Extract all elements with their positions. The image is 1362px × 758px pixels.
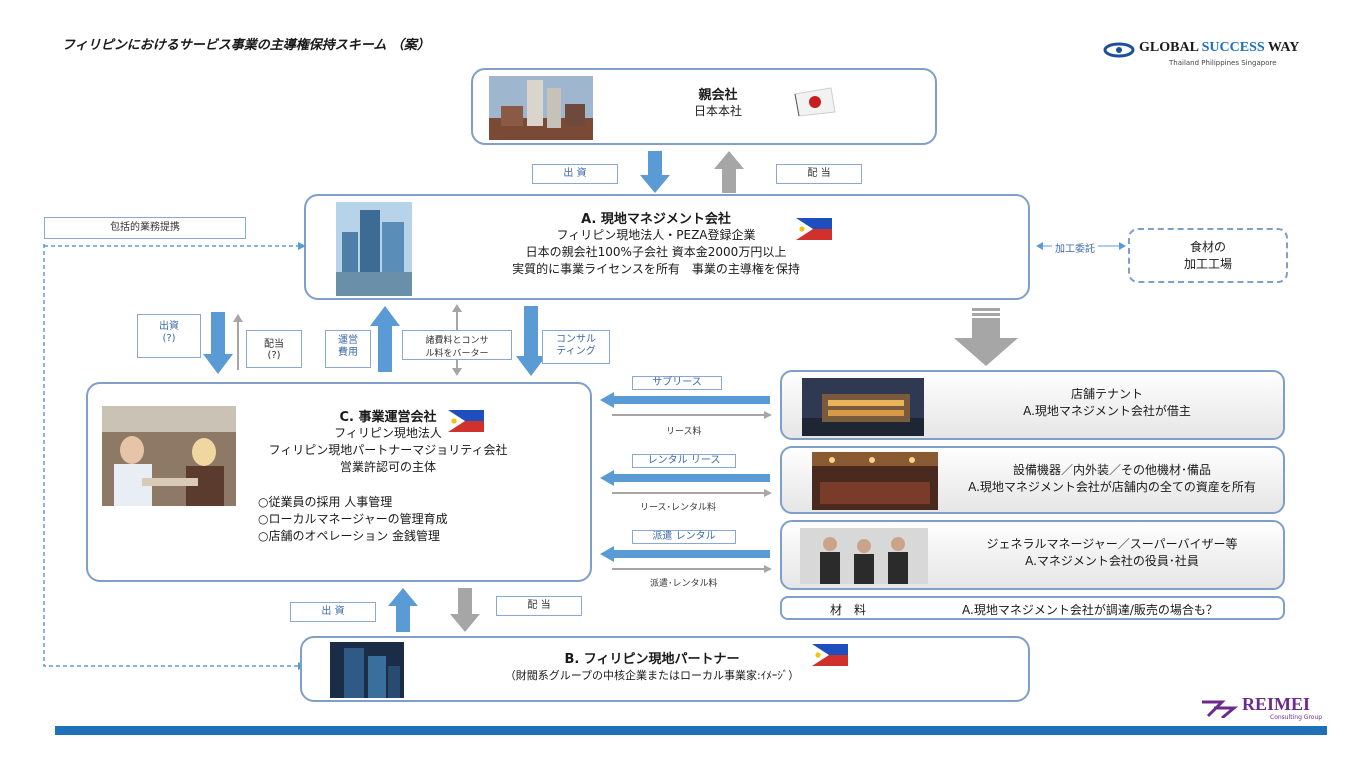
mid-invest-line-1: 出資 bbox=[159, 321, 179, 332]
company-c-bullet-1: ○従業員の採用 人事管理 bbox=[258, 495, 393, 509]
asset-tenant-box: 店舗テナント A.現地マネジメント会社が借主 bbox=[780, 370, 1285, 440]
tower-photo bbox=[489, 76, 593, 140]
fee-transfer-label: 諸費料とコンサ ル料をバーター bbox=[402, 330, 512, 360]
processing-line-1: 食材の bbox=[1189, 240, 1226, 254]
sublease-label: サブリース bbox=[632, 376, 722, 390]
mid-invest-line-2: (?) bbox=[162, 333, 176, 344]
consulting-arrow bbox=[516, 306, 546, 376]
ops-fee-line-2: 費用 bbox=[338, 347, 358, 358]
reimei-subtitle: Consulting Group bbox=[1270, 714, 1323, 721]
ops-fee-arrow bbox=[370, 306, 400, 372]
top-invest-label: 出 資 bbox=[532, 164, 618, 184]
mid-dividend-label: 配当 (?) bbox=[246, 330, 302, 368]
mid-invest-arrow bbox=[203, 312, 233, 374]
top-dividend-arrow bbox=[714, 151, 744, 193]
asset-equipment-box: 設備機器／内外装／その他機材･備品 A.現地マネジメント会社が店舗内の全ての資産… bbox=[780, 446, 1285, 514]
dispatch-rental-label: 派遣 レンタル bbox=[632, 530, 736, 544]
bottom-invest-arrow bbox=[388, 588, 418, 632]
equipment-interior-photo bbox=[812, 452, 938, 510]
consulting-label: コンサル ティング bbox=[542, 330, 610, 364]
asset-tenant-line-1: 店舗テナント bbox=[1070, 387, 1143, 401]
rental-fee-label: リース･レンタル料 bbox=[640, 503, 717, 513]
asset-tenant-line-2: A.現地マネジメント会社が借主 bbox=[1023, 404, 1191, 418]
materials-box: 材 料 A.現地マネジメント会社が調達/販売の場合も？ bbox=[780, 596, 1285, 620]
rental-fee-arrow bbox=[612, 489, 772, 497]
company-c-line-2: フィリピン現地パートナーマジョリティ会社 bbox=[268, 443, 508, 457]
mid-dividend-line-1: 配当 bbox=[264, 339, 284, 350]
partner-b-box: B. フィリピン現地パートナー （財閥系グループの中核企業またはローカル事業家:… bbox=[300, 636, 1030, 702]
reimei-name: REIMEI bbox=[1242, 694, 1311, 714]
reimei-logo: REIMEI Consulting Group bbox=[1200, 694, 1330, 724]
dispatch-fee-arrow bbox=[612, 565, 772, 573]
company-a-line-3: 実質的に事業ライセンスを所有 事業の主導権を保持 bbox=[512, 262, 800, 276]
company-c-line-1: フィリピン現地法人 bbox=[334, 426, 442, 440]
bottom-dividend-arrow bbox=[450, 588, 480, 632]
processing-line-2: 加工工場 bbox=[1183, 257, 1232, 271]
skyscraper-photo bbox=[336, 202, 412, 296]
assets-gray-arrow bbox=[954, 308, 1018, 366]
partner-b-title: B. フィリピン現地パートナー bbox=[564, 652, 740, 667]
reimei-logo-icon bbox=[1202, 700, 1239, 718]
gsw-name-a: GLOBAL bbox=[1139, 40, 1202, 55]
philippines-flag-icon-b bbox=[812, 644, 848, 666]
gsw-name-b: SUCCESS bbox=[1201, 40, 1265, 55]
partner-b-subtitle: （財閥系グループの中核企業またはローカル事業家:ｲﾒｰｼﾞ） bbox=[504, 669, 800, 682]
global-success-way-logo: GLOBAL SUCCESS WAY Thailand Philippines … bbox=[1103, 38, 1318, 70]
processing-factory-box: 食材の 加工工場 bbox=[1128, 228, 1288, 283]
parent-subtitle: 日本本社 bbox=[693, 104, 742, 118]
lease-fee-arrow bbox=[612, 411, 772, 419]
sublease-arrow bbox=[600, 392, 770, 408]
rental-lease-label: レンタル リース bbox=[632, 454, 736, 468]
fee-transfer-line-2: ル料をバーター bbox=[425, 349, 489, 359]
bottom-invest-label: 出 資 bbox=[290, 602, 376, 622]
top-dividend-label: 配 当 bbox=[776, 164, 862, 184]
company-c-bullet-3: ○店舗のオペレーション 金銭管理 bbox=[258, 529, 441, 543]
restaurant-people-photo bbox=[102, 406, 236, 506]
parent-title: 親会社 bbox=[698, 88, 738, 103]
parent-company-box: 親会社 日本本社 bbox=[471, 68, 937, 145]
company-c-bullet-2: ○ローカルマネージャーの管理育成 bbox=[258, 512, 448, 526]
mid-dividend-line-2: (?) bbox=[267, 350, 281, 361]
footer-bar bbox=[55, 726, 1327, 735]
ops-fee-label: 運営 費用 bbox=[325, 330, 371, 368]
tenant-building-photo bbox=[802, 378, 924, 436]
company-a-box: A. 現地マネジメント会社 フィリピン現地法人・PEZA登録企業 日本の親会社1… bbox=[304, 194, 1030, 300]
asset-staff-line-2: A.マネジメント会社の役員･社員 bbox=[1025, 554, 1199, 568]
asset-staff-box: ジェネラルマネージャー／スーパーバイザー等 A.マネジメント会社の役員･社員 bbox=[780, 520, 1285, 590]
company-a-line-2: 日本の親会社100%子会社 資本金2000万円以上 bbox=[525, 245, 787, 259]
japan-flag-icon bbox=[794, 87, 836, 117]
processing-label: 加工委託 bbox=[1052, 240, 1098, 255]
dispatch-fee-label: 派遣･レンタル料 bbox=[650, 579, 718, 589]
mid-invest-label: 出資 (?) bbox=[137, 314, 201, 358]
company-a-line-1: フィリピン現地法人・PEZA登録企業 bbox=[556, 228, 756, 242]
page-title: フィリピンにおけるサービス事業の主導権保持スキーム （案） bbox=[62, 38, 430, 53]
mid-dividend-arrow bbox=[233, 314, 243, 370]
consulting-line-2: ティング bbox=[556, 346, 596, 357]
gsw-subtitle: Thailand Philippines Singapore bbox=[1169, 59, 1277, 67]
top-invest-arrow bbox=[640, 151, 670, 193]
lease-fee-label: リース料 bbox=[666, 427, 702, 437]
partner-tower-photo bbox=[330, 642, 404, 698]
rental-lease-arrow bbox=[600, 470, 770, 486]
staff-photo bbox=[800, 528, 928, 584]
asset-staff-line-1: ジェネラルマネージャー／スーパーバイザー等 bbox=[986, 537, 1238, 551]
company-c-box: C. 事業運営会社 フィリピン現地法人 フィリピン現地パートナーマジョリティ会社… bbox=[86, 382, 592, 582]
fee-transfer-line-1: 諸費料とコンサ bbox=[425, 336, 489, 346]
dispatch-rental-arrow bbox=[600, 546, 770, 562]
company-c-line-3: 営業許認可の主体 bbox=[339, 460, 436, 474]
company-a-title: A. 現地マネジメント会社 bbox=[581, 212, 731, 227]
asset-equipment-line-2: A.現地マネジメント会社が店舗内の全ての資産を所有 bbox=[968, 480, 1256, 494]
philippines-flag-icon-c bbox=[448, 410, 484, 432]
asset-equipment-line-1: 設備機器／内外装／その他機材･備品 bbox=[1012, 463, 1211, 477]
company-c-title: C. 事業運営会社 bbox=[339, 410, 437, 425]
ops-fee-line-1: 運営 bbox=[338, 335, 358, 346]
gsw-name-c: WAY bbox=[1264, 40, 1300, 55]
alliance-label: 包括的業務提携 bbox=[44, 217, 246, 239]
consulting-line-1: コンサル bbox=[556, 334, 596, 345]
materials-label: 材 料 bbox=[830, 603, 867, 617]
philippines-flag-icon bbox=[796, 218, 832, 240]
materials-text: A.現地マネジメント会社が調達/販売の場合も？ bbox=[962, 603, 1218, 617]
gsw-logo-icon bbox=[1103, 42, 1135, 58]
bottom-dividend-label: 配 当 bbox=[496, 596, 582, 616]
